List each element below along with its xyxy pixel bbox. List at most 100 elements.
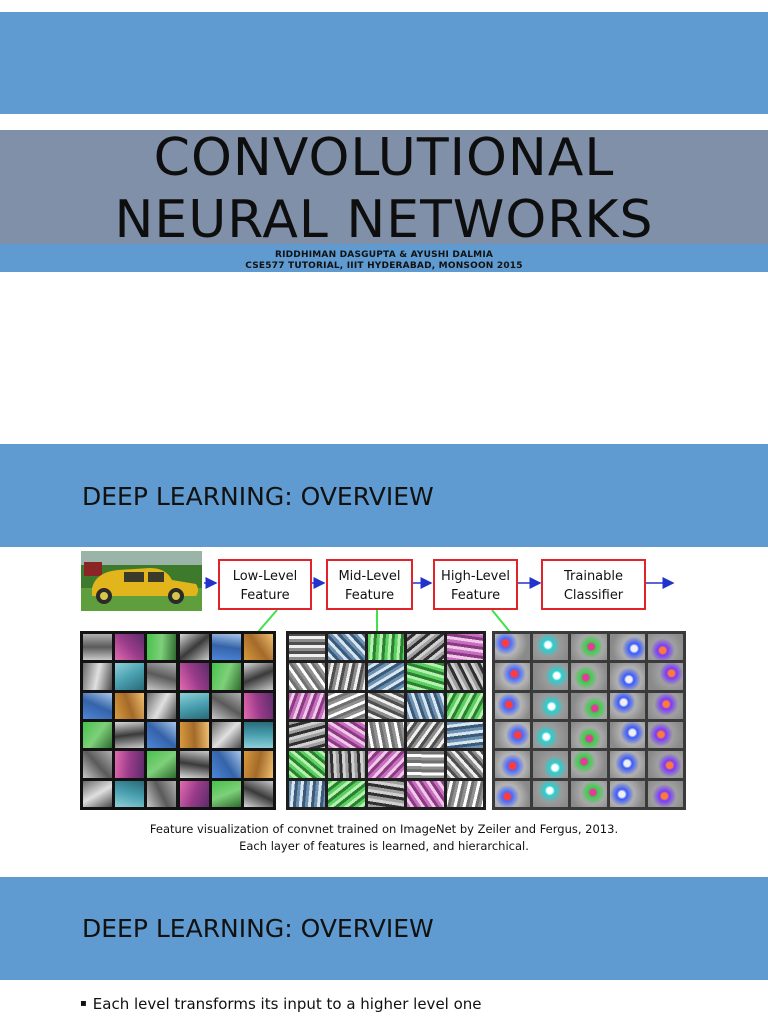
feature-tile — [211, 751, 241, 778]
feature-tile — [446, 663, 483, 690]
feature-tile — [147, 751, 177, 778]
slide2-title: DEEP LEARNING: OVERVIEW — [82, 482, 434, 511]
feature-tile — [647, 751, 683, 778]
feature-tile — [83, 663, 113, 690]
feature-tile — [115, 634, 145, 661]
feature-tile — [147, 722, 177, 749]
feature-tile — [147, 692, 177, 719]
feature-tile — [115, 751, 145, 778]
box-label-line1: Low-Level — [232, 569, 298, 584]
slide1-subtitle-band — [0, 244, 768, 272]
feature-tile — [115, 663, 145, 690]
feature-tile — [407, 751, 444, 778]
feature-tile — [179, 722, 209, 749]
feature-hierarchy-diagram — [81, 551, 675, 633]
low-level-feature-grid — [80, 631, 276, 810]
feature-tile — [647, 780, 683, 807]
slide2-caption-line1: Feature visualization of convnet trained… — [149, 822, 619, 836]
feature-tile — [495, 692, 531, 719]
feature-tile — [407, 663, 444, 690]
feature-tile — [83, 780, 113, 807]
feature-tile — [647, 722, 683, 749]
feature-tile — [609, 663, 645, 690]
feature-tile — [328, 780, 365, 807]
slide3-bullet: ▪Each level transforms its input to a hi… — [80, 993, 482, 1018]
feature-tile — [147, 634, 177, 661]
feature-tile — [367, 722, 405, 749]
feature-tile — [243, 634, 273, 661]
feature-tile — [289, 722, 326, 749]
feature-tile — [367, 692, 405, 719]
box-label-line1: Mid-Level — [338, 569, 401, 584]
feature-tile — [571, 692, 607, 719]
feature-tile — [328, 634, 365, 661]
feature-tile — [83, 634, 113, 661]
slide2-caption-line2: Each layer of features is learned, and h… — [239, 839, 529, 853]
feature-tile — [533, 663, 569, 690]
slide1-title-line2: NEURAL NETWORKS — [114, 190, 654, 250]
feature-tile — [495, 663, 531, 690]
feature-tile — [533, 692, 569, 719]
feature-tile — [211, 722, 241, 749]
slide3-header-band — [0, 877, 768, 980]
feature-tile — [115, 722, 145, 749]
feature-tile — [533, 751, 569, 778]
feature-tile — [571, 751, 607, 778]
feature-tile — [179, 692, 209, 719]
high-level-feature-grid — [492, 631, 686, 810]
feature-tile — [533, 722, 569, 749]
feature-tile — [647, 692, 683, 719]
feature-tile — [179, 780, 209, 807]
box-label-line1: High-Level — [441, 569, 510, 584]
feature-tile — [407, 634, 444, 661]
feature-tile — [211, 692, 241, 719]
feature-tile — [367, 663, 405, 690]
feature-tile — [495, 634, 531, 661]
feature-tile — [446, 634, 483, 661]
feature-tile — [211, 634, 241, 661]
feature-tile — [533, 780, 569, 807]
car-image — [81, 551, 202, 611]
feature-tile — [289, 663, 326, 690]
feature-tile — [328, 692, 365, 719]
feature-tile — [609, 722, 645, 749]
feature-tile — [533, 634, 569, 661]
low-level-feature-box: Low-Level Feature — [218, 559, 312, 610]
feature-tile — [609, 751, 645, 778]
feature-tile — [289, 634, 326, 661]
feature-tile — [407, 780, 444, 807]
feature-tile — [115, 780, 145, 807]
feature-tile — [83, 751, 113, 778]
box-label-line2: Feature — [344, 588, 395, 603]
feature-tile — [115, 692, 145, 719]
feature-tile — [147, 780, 177, 807]
feature-tile — [243, 692, 273, 719]
feature-tile — [179, 634, 209, 661]
feature-tile — [211, 780, 241, 807]
feature-tile — [289, 780, 326, 807]
feature-tile — [367, 634, 405, 661]
feature-tile — [407, 692, 444, 719]
feature-tile — [495, 780, 531, 807]
feature-tile — [289, 751, 326, 778]
feature-tile — [495, 722, 531, 749]
slide3-title: DEEP LEARNING: OVERVIEW — [82, 914, 434, 943]
feature-tile — [407, 722, 444, 749]
feature-tile — [647, 663, 683, 690]
feature-tile — [495, 751, 531, 778]
feature-tile — [609, 692, 645, 719]
feature-tile — [328, 663, 365, 690]
feature-tile — [446, 722, 483, 749]
slide2-header-band — [0, 444, 768, 547]
feature-tile — [243, 663, 273, 690]
feature-tile — [446, 780, 483, 807]
feature-tile — [328, 751, 365, 778]
feature-tile — [571, 780, 607, 807]
feature-tile — [367, 751, 405, 778]
feature-tile — [83, 722, 113, 749]
slide1-authors: RIDDHIMAN DASGUPTA & AYUSHI DALMIA — [274, 250, 494, 260]
high-level-feature-box: High-Level Feature — [433, 559, 518, 610]
feature-tile — [243, 751, 273, 778]
feature-tile — [211, 663, 241, 690]
feature-tile — [179, 663, 209, 690]
